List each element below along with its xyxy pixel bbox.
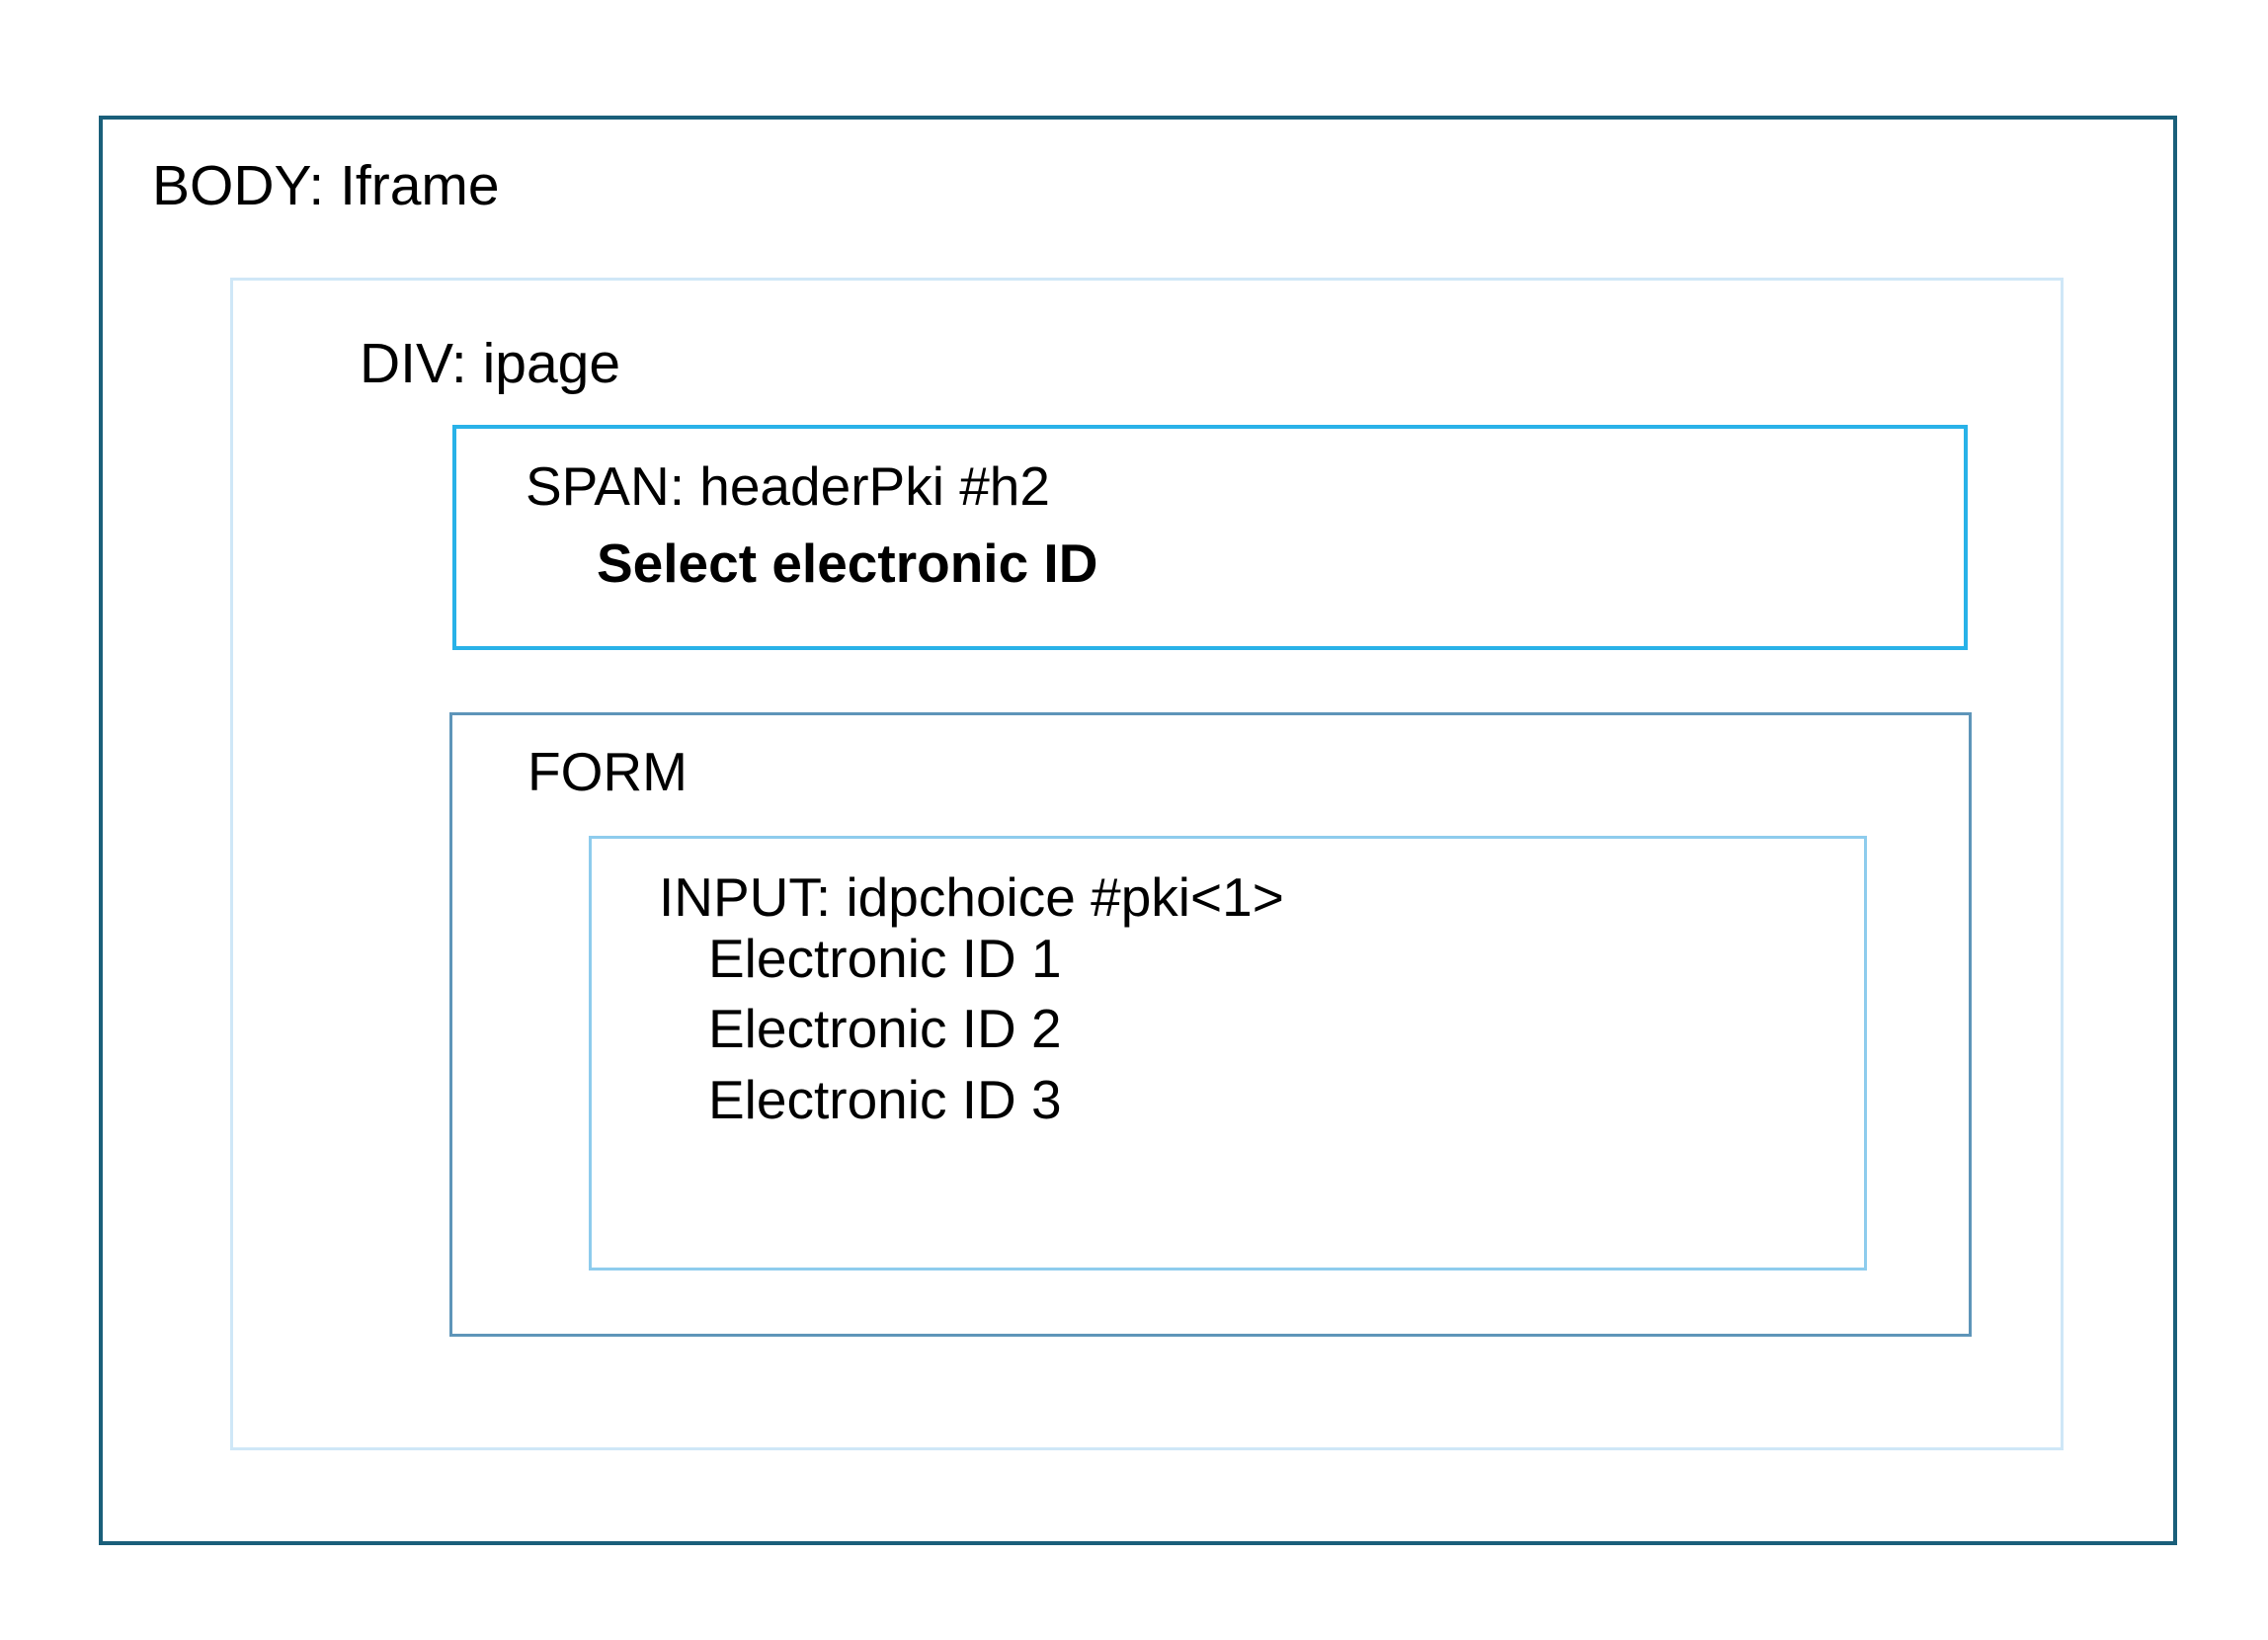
span-headerpki-label-group: SPAN: headerPki #h2 Select electronic ID bbox=[526, 455, 1098, 594]
div-ipage-container: DIV: ipage SPAN: headerPki #h2 Select el… bbox=[230, 278, 2064, 1450]
input-option-1[interactable]: Electronic ID 1 bbox=[708, 927, 1062, 989]
input-option-2[interactable]: Electronic ID 2 bbox=[708, 998, 1062, 1060]
input-idpchoice-label-group: INPUT: idpchoice #pki<1> Electronic ID 1… bbox=[659, 866, 1284, 1130]
body-iframe-container: BODY: Iframe DIV: ipage SPAN: headerPki … bbox=[99, 116, 2177, 1545]
span-headerpki-container: SPAN: headerPki #h2 Select electronic ID bbox=[452, 425, 1968, 650]
input-option-3[interactable]: Electronic ID 3 bbox=[708, 1068, 1062, 1130]
span-headerpki-content: Select electronic ID bbox=[597, 532, 1098, 594]
form-container: FORM INPUT: idpchoice #pki<1> Electronic… bbox=[449, 712, 1972, 1337]
input-idpchoice-container: INPUT: idpchoice #pki<1> Electronic ID 1… bbox=[589, 836, 1867, 1271]
input-idpchoice-label: INPUT: idpchoice #pki<1> bbox=[659, 866, 1284, 928]
form-label: FORM bbox=[527, 741, 688, 802]
span-headerpki-label: SPAN: headerPki #h2 bbox=[526, 455, 1050, 517]
div-ipage-label: DIV: ipage bbox=[360, 332, 621, 395]
body-iframe-label: BODY: Iframe bbox=[152, 154, 500, 217]
